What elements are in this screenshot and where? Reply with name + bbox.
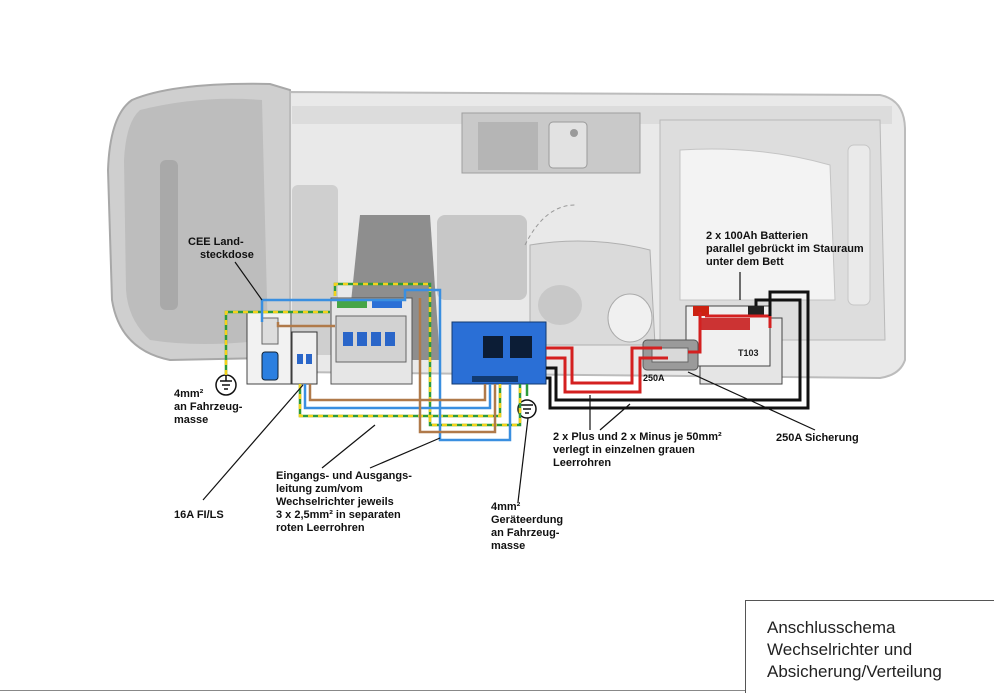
fi-ls-label: 16A FI/LS (174, 509, 224, 521)
battery-line-1: 2 x 100Ah Batterien (706, 230, 809, 242)
ground-mid-label: 4mm² Geräteerdung an Fahrzeug- masse (491, 501, 563, 553)
in-out-line-4: 3 x 2,5mm² in separaten (276, 509, 401, 521)
ground-mid-line-4: masse (491, 540, 526, 552)
cee-label-line-2: steckdose (200, 249, 254, 261)
battery-line-3: unter dem Bett (706, 256, 784, 268)
page-bottom-rule (0, 690, 745, 691)
ground-left-label: 4mm² an Fahrzeug- masse (174, 388, 242, 427)
dc-cable-label: 2 x Plus und 2 x Minus je 50mm² verlegt … (553, 431, 722, 470)
dc-cable-line-3: Leerrohren (553, 457, 612, 469)
ground-mid-line-2: Geräteerdung (491, 514, 564, 526)
cee-socket (246, 311, 292, 385)
battery-model-text: T103 (738, 348, 759, 358)
title-line-3: Absicherung/Verteilung (767, 662, 942, 681)
in-out-line-2: leitung zum/vom (276, 483, 363, 495)
ground-left-line-1: 4mm² (174, 388, 204, 400)
dc-wiring (546, 290, 810, 410)
ground-left-line-2: an Fahrzeug- (174, 401, 243, 413)
vehicle-floorplan (106, 82, 906, 380)
in-out-line-3: Wechselrichter jeweils (276, 496, 394, 508)
dc-cable-line-1: 2 x Plus und 2 x Minus je 50mm² (553, 431, 722, 443)
distribution-box (330, 297, 413, 385)
dc-cable-line-2: verlegt in einzelnen grauen (553, 444, 695, 456)
cee-label-line-1: CEE Land- (188, 236, 244, 248)
battery-label: 2 x 100Ah Batterien parallel gebrückt im… (706, 230, 864, 269)
title-block: Anschlusschema Wechselrichter und Absich… (745, 600, 994, 693)
fuse-rating-text: 250A (643, 373, 665, 383)
title-line-2: Wechselrichter und (767, 640, 913, 659)
ac-wiring (224, 282, 529, 442)
fi-ls-breaker (291, 331, 318, 385)
battery-line-2: parallel gebrückt im Stauraum (706, 243, 864, 255)
in-out-cable-label: Eingangs- und Ausgangs- leitung zum/vom … (276, 470, 412, 535)
inverter (451, 321, 547, 385)
ground-mid-line-3: an Fahrzeug- (491, 527, 560, 539)
fuse-label: 250A Sicherung (776, 432, 859, 444)
cee-socket-label: CEE Land- steckdose (188, 236, 254, 262)
ground-left-line-3: masse (174, 414, 209, 426)
ground-mid-line-1: 4mm² (491, 501, 521, 513)
callout-lines (202, 261, 816, 503)
ground-symbol-mid (517, 399, 537, 419)
title-line-1: Anschlusschema (767, 618, 896, 637)
in-out-line-5: roten Leerrohren (276, 522, 365, 534)
in-out-line-1: Eingangs- und Ausgangs- (276, 470, 412, 482)
